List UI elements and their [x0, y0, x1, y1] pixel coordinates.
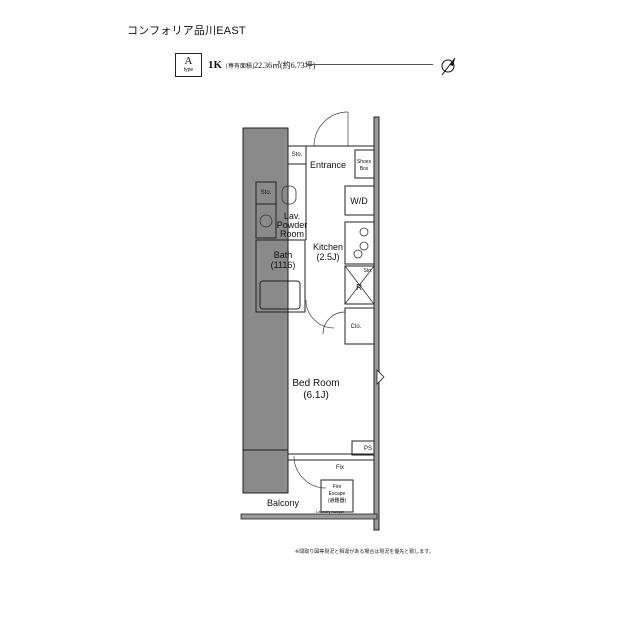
- north-compass-icon: [441, 57, 456, 76]
- left-structure-wall: [242, 127, 289, 451]
- lavatory-label-2: Powder: [277, 220, 308, 230]
- refrigerator-label: R: [356, 283, 362, 292]
- storage-kitchen-label: Sto.: [364, 268, 373, 274]
- toilet-icon: [281, 185, 297, 205]
- bedroom-label: Bed Room: [292, 378, 339, 389]
- unit-type-letter: A: [184, 55, 193, 67]
- fire-escape-label-3: (避難器): [328, 497, 347, 504]
- lavatory-label-3: Room: [280, 229, 304, 239]
- lavatory-label: Lav.: [284, 211, 300, 221]
- unit-type-badge: A type: [175, 53, 202, 77]
- balcony-label: Balcony: [267, 498, 300, 508]
- bath-label: Bath: [274, 250, 293, 260]
- fixtures: [259, 185, 375, 305]
- unit-type-label: type: [183, 67, 194, 73]
- structural-columns: [240, 116, 380, 531]
- area-label: [専有面積]: [226, 64, 255, 70]
- balcony-edge: [240, 513, 378, 520]
- left-balcony-wall: [242, 449, 289, 494]
- window-marker: [376, 369, 385, 385]
- door-swings: [293, 111, 349, 489]
- right-structure-wall: [373, 116, 380, 531]
- property-title: コンフォリア品川EAST: [127, 25, 246, 37]
- header-rule: [307, 64, 433, 65]
- washbasin-icon: [259, 214, 273, 228]
- closet-label: Clo.: [351, 324, 362, 330]
- bath-size-label: (1116): [271, 260, 296, 270]
- shoes-box-label-2: Box: [360, 166, 369, 172]
- fix-window-label: Fix: [336, 465, 344, 471]
- laundry-hanger-label: Laundry hanger: [316, 509, 345, 514]
- unit-layout-info: 1K [専有面積]22.36㎡(約6.73坪): [208, 55, 315, 73]
- layout-code: 1K: [208, 59, 223, 71]
- floor-area: 22.36㎡(約6.73坪): [254, 61, 316, 70]
- storage-lav-label: Sto.: [261, 190, 272, 196]
- pipe-space-label: PS: [364, 446, 372, 452]
- washer-dryer-label: W/D: [350, 196, 368, 206]
- kitchen-size-label: (2.5J): [316, 252, 339, 262]
- interior-walls: [255, 145, 375, 513]
- bedroom-size-label: (6.1J): [303, 390, 329, 401]
- kitchen-sink-icon: [353, 249, 363, 259]
- kitchen-label: Kitchen: [313, 242, 343, 252]
- bathroom-door-swing: [305, 299, 335, 329]
- bedroom-door-swing: [322, 311, 346, 335]
- disclaimer-footnote: ※間取り図等現況と相違がある場合は現況を優先と致します。: [295, 549, 434, 555]
- storage-top-label: Sto.: [292, 152, 303, 158]
- cooktop-burner-icon: [359, 227, 369, 237]
- fire-escape-label-2: Escape: [329, 491, 346, 497]
- shoes-box-label: Shoes: [357, 159, 372, 165]
- balcony-door-swing: [293, 455, 327, 489]
- entrance-door-swing: [313, 111, 349, 147]
- fire-escape-label: Fire: [333, 484, 342, 490]
- entrance-label: Entrance: [310, 160, 346, 170]
